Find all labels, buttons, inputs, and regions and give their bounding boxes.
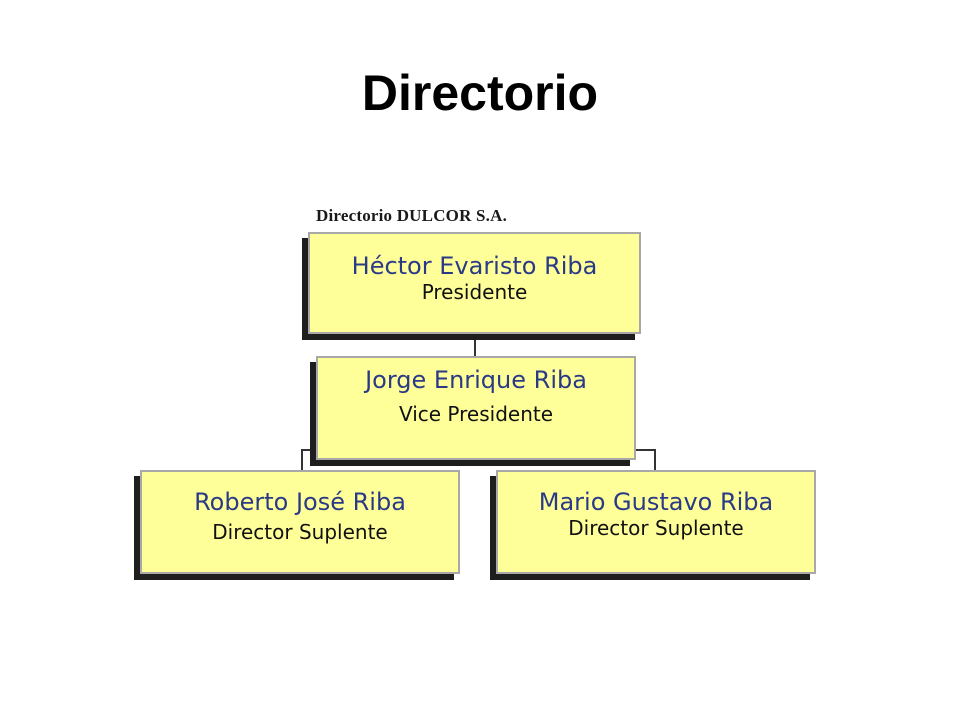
vice-president-role: Vice Presidente [398, 402, 554, 426]
page-title: Directorio [361, 65, 599, 121]
connector-vice-to-roberto [301, 449, 316, 470]
org-box-president: Héctor Evaristo Riba Presidente [308, 232, 641, 334]
org-box-director-2: Mario Gustavo Riba Director Suplente [496, 470, 816, 574]
org-chart-caption: Directorio DULCOR S.A. [316, 206, 508, 225]
director-2-name: Mario Gustavo Riba [538, 488, 774, 516]
director-1-name: Roberto José Riba [194, 488, 406, 516]
president-role: Presidente [421, 280, 528, 304]
president-name: Héctor Evaristo Riba [351, 252, 598, 280]
connector-vice-to-mario [636, 449, 656, 470]
vice-president-name: Jorge Enrique Riba [365, 366, 587, 394]
director-1-role: Director Suplente [212, 520, 388, 544]
director-2-role: Director Suplente [568, 516, 744, 540]
org-box-director-1: Roberto José Riba Director Suplente [140, 470, 460, 574]
org-box-vice-president: Jorge Enrique Riba Vice Presidente [316, 356, 636, 460]
